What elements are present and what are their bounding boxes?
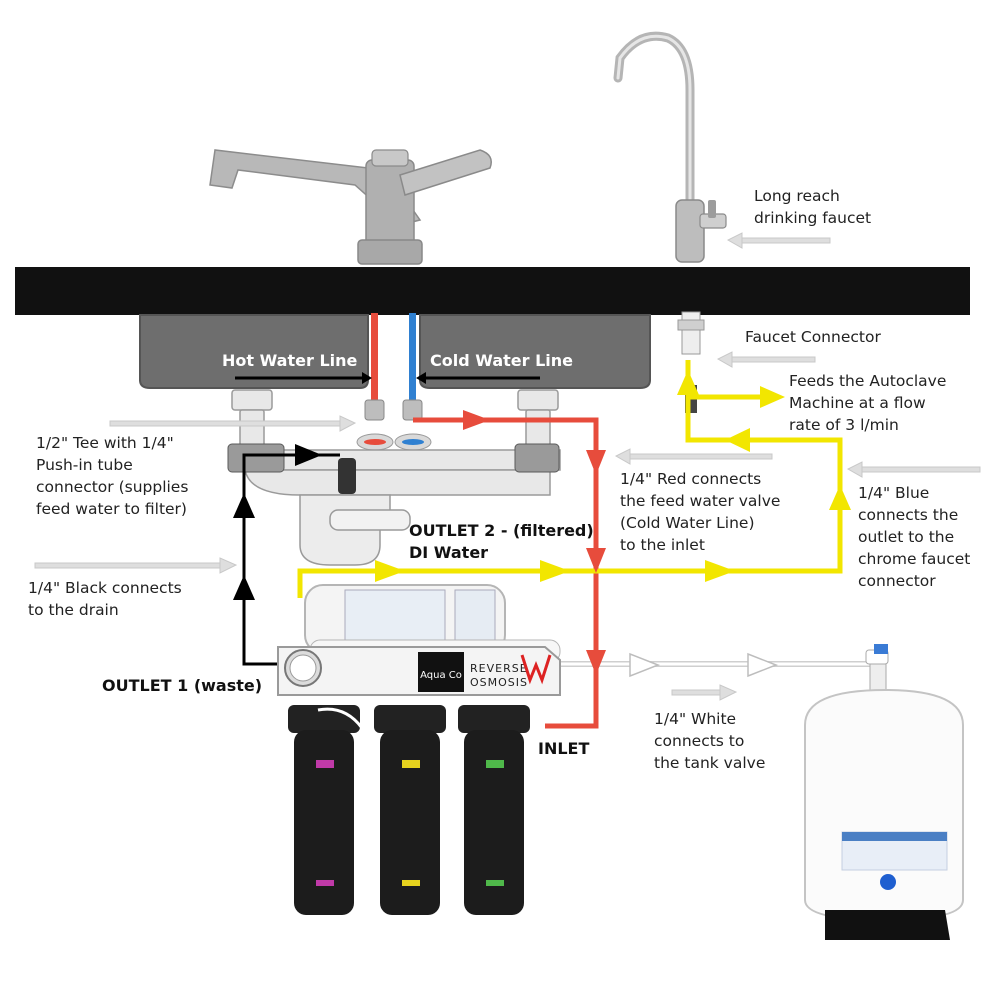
label-red-line: 1/4" Red connects the feed water valve (…	[620, 470, 781, 554]
filter-housing-3	[458, 705, 530, 915]
filter-housing-2	[374, 705, 446, 915]
drain-plumbing	[231, 389, 561, 566]
label-inlet: INLET	[538, 739, 590, 758]
flow-arrows	[233, 370, 851, 678]
label-white-line: 1/4" White connects to the tank valve	[654, 710, 766, 772]
label-black-line: 1/4" Black connects to the drain	[28, 579, 182, 619]
label-tee-connector: 1/2" Tee with 1/4" Push-in tube connecto…	[36, 434, 189, 518]
ro-unit-bracket: Aqua Co REVERSE OSMOSIS	[277, 646, 561, 696]
tee-connector	[227, 443, 560, 494]
label-blue-line: 1/4" Blue connects the outlet to the chr…	[858, 484, 971, 590]
sink-line-pointers	[235, 372, 540, 384]
pointer-arrows	[34, 232, 981, 701]
countertop	[15, 267, 970, 315]
kitchen-mixer-faucet	[209, 149, 492, 265]
storage-tank	[804, 644, 964, 940]
label-outlet-1: OUTLET 1 (waste)	[102, 676, 263, 695]
label-cold-water-line: Cold Water Line	[430, 351, 573, 370]
sink	[139, 314, 651, 389]
label-outlet-2: OUTLET 2 - (filtered) DI Water	[409, 521, 594, 562]
filter-housing-1	[288, 705, 360, 915]
ro-product-line2: OSMOSIS	[470, 676, 528, 689]
label-long-reach-faucet: Long reach drinking faucet	[754, 187, 872, 227]
long-reach-drinking-faucet	[613, 31, 727, 263]
ro-brand-label: Aqua Co	[420, 670, 462, 681]
filter-housings	[288, 705, 530, 915]
hot-water-line	[356, 313, 394, 451]
black-drain-line	[242, 453, 340, 666]
label-autoclave: Feeds the Autoclave Machine at a flow ra…	[789, 372, 947, 434]
label-hot-water-line: Hot Water Line	[222, 351, 358, 370]
ro-product-line1: REVERSE	[470, 662, 528, 675]
label-faucet-connector: Faucet Connector	[745, 328, 881, 346]
